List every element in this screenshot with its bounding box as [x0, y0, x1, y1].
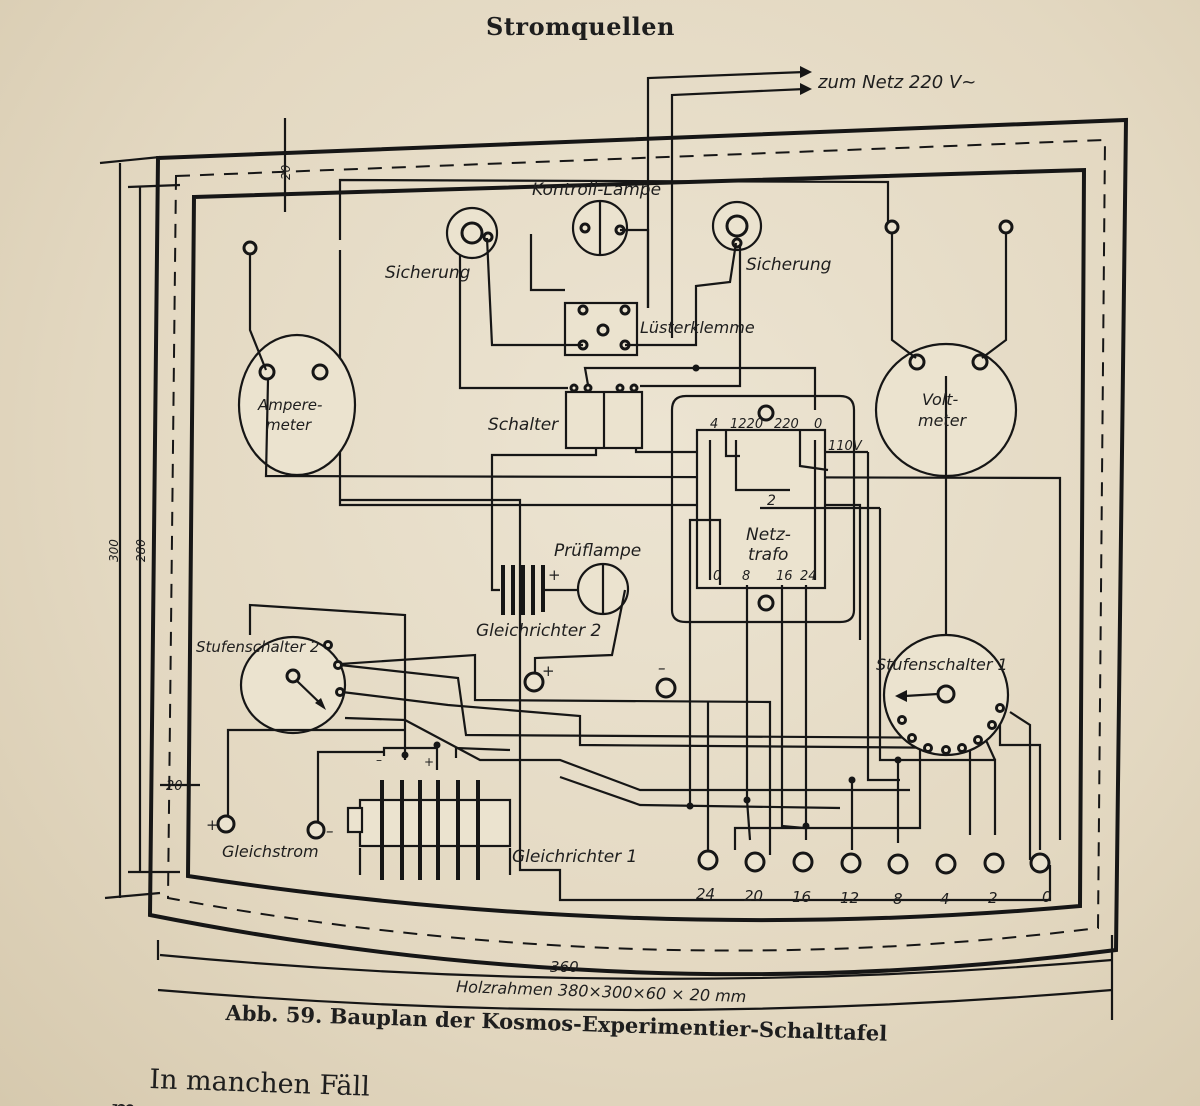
- trafo-bottom-tap-0: 0: [713, 569, 721, 584]
- gleichstrom-minus-jack: [306, 820, 326, 840]
- stufenschalter-2-label: Stufenschalter 2: [196, 638, 319, 656]
- schalter-label: Schalter: [488, 415, 559, 435]
- trafo-tap-4: 4: [710, 417, 718, 432]
- voltmeter-jack-left: [884, 219, 900, 235]
- gleichstrom-plus-sign: +: [206, 816, 219, 834]
- gleichstrom-label: Gleichstrom: [222, 842, 319, 861]
- pruflampe: [576, 562, 630, 616]
- netztrafo-label-line2: trafo: [748, 545, 788, 565]
- junction-dots: [401, 364, 902, 830]
- trafo-bottom-tap-8: 8: [742, 569, 750, 584]
- stufenschalter-2: [239, 635, 347, 735]
- mains-label: zum Netz 220 V~: [817, 72, 976, 93]
- pruflampe-label: Prüflampe: [554, 541, 641, 561]
- trafo-tap-220: 220: [774, 417, 799, 432]
- rectifier-2-plus-sign: +: [542, 662, 555, 680]
- sicherung-right-label: Sicherung: [746, 255, 832, 275]
- rectifier-2-plus-jack: [523, 671, 545, 693]
- kontroll-lampe-label: Kontroll-Lampe: [532, 180, 661, 200]
- trafo-tap-110v: 110V: [828, 439, 863, 454]
- trafo-tap-0: 0: [814, 417, 822, 432]
- frame-label: Holzrahmen 380×300×60 × 20 mm: [456, 977, 747, 1006]
- sicherung-left-label: Sicherung: [385, 263, 471, 283]
- voltmeter-label-line2: meter: [918, 411, 968, 430]
- trafo-bottom-tap-24: 24: [800, 569, 817, 584]
- kontroll-lampe: [571, 199, 629, 257]
- dimension-width-label: 360: [550, 958, 579, 976]
- stufenschalter-1: [882, 633, 1010, 757]
- dimension-margin-left-label: 20: [166, 779, 183, 794]
- output-jacks: [697, 849, 1051, 875]
- dimension-height-300-label: 300: [107, 539, 121, 562]
- output-label-20: 20: [744, 887, 763, 905]
- output-label-0: 0: [1042, 888, 1052, 906]
- voltmeter-label-line1: Volt-: [922, 390, 959, 409]
- output-label-2: 2: [988, 889, 998, 907]
- rectifier-1-minus-sign: –: [376, 753, 382, 767]
- frame-inner-line: [185, 167, 1087, 923]
- output-label-24: 24: [696, 885, 715, 903]
- netztrafo: [670, 394, 880, 624]
- trafo-tap-2: 2: [767, 493, 776, 509]
- gleichrichter-1: [346, 780, 512, 880]
- schalter: [564, 383, 644, 450]
- dimension-lines: [99, 118, 1114, 1020]
- sicherung-left: [445, 206, 499, 260]
- sicherung-right: [711, 200, 763, 252]
- rectifier-1-plus-sign: +: [424, 755, 434, 769]
- amperemeter-label-line2: meter: [266, 416, 312, 434]
- output-label-8: 8: [893, 890, 903, 908]
- stufenschalter-1-label: Stufenschalter 1: [876, 655, 1008, 674]
- rectifier-2-minus-sign: –: [658, 659, 666, 677]
- output-label-16: 16: [792, 888, 811, 906]
- dimension-margin-top-label: 20: [279, 164, 293, 180]
- body-text-line-2: m: [111, 1094, 138, 1106]
- rectifier-2-minus-jack: [655, 677, 677, 699]
- luesterklemme: [563, 301, 639, 357]
- luesterklemme-label: Lüsterklemme: [640, 318, 755, 337]
- frame-dashed-line: [166, 138, 1107, 952]
- gleichstrom-minus-sign: –: [326, 822, 334, 840]
- gleichrichter-2: [501, 565, 580, 615]
- voltmeter-jack-right: [998, 219, 1014, 235]
- dimension-height-280-label: 280: [134, 539, 148, 562]
- gleichrichter-2-label: Gleichrichter 2: [476, 621, 601, 641]
- gleichstrom-plus-jack: [216, 814, 236, 834]
- frame-outer-line: [147, 117, 1129, 977]
- netztrafo-label-line1: Netz-: [746, 525, 791, 545]
- ammeter-input-jack: [242, 240, 258, 256]
- gleichrichter-1-label: Gleichrichter 1: [512, 847, 637, 867]
- lower-harness: [249, 452, 1052, 902]
- output-label-4: 4: [940, 890, 950, 908]
- trafo-tap-1220: 1220: [730, 417, 763, 432]
- page-header: Stromquellen: [486, 12, 675, 41]
- trafo-bottom-tap-16: 16: [776, 569, 793, 584]
- amperemeter-label-line1: Ampere-: [257, 396, 322, 414]
- pruflampe-plus-sign: +: [548, 566, 561, 584]
- output-label-12: 12: [840, 889, 859, 907]
